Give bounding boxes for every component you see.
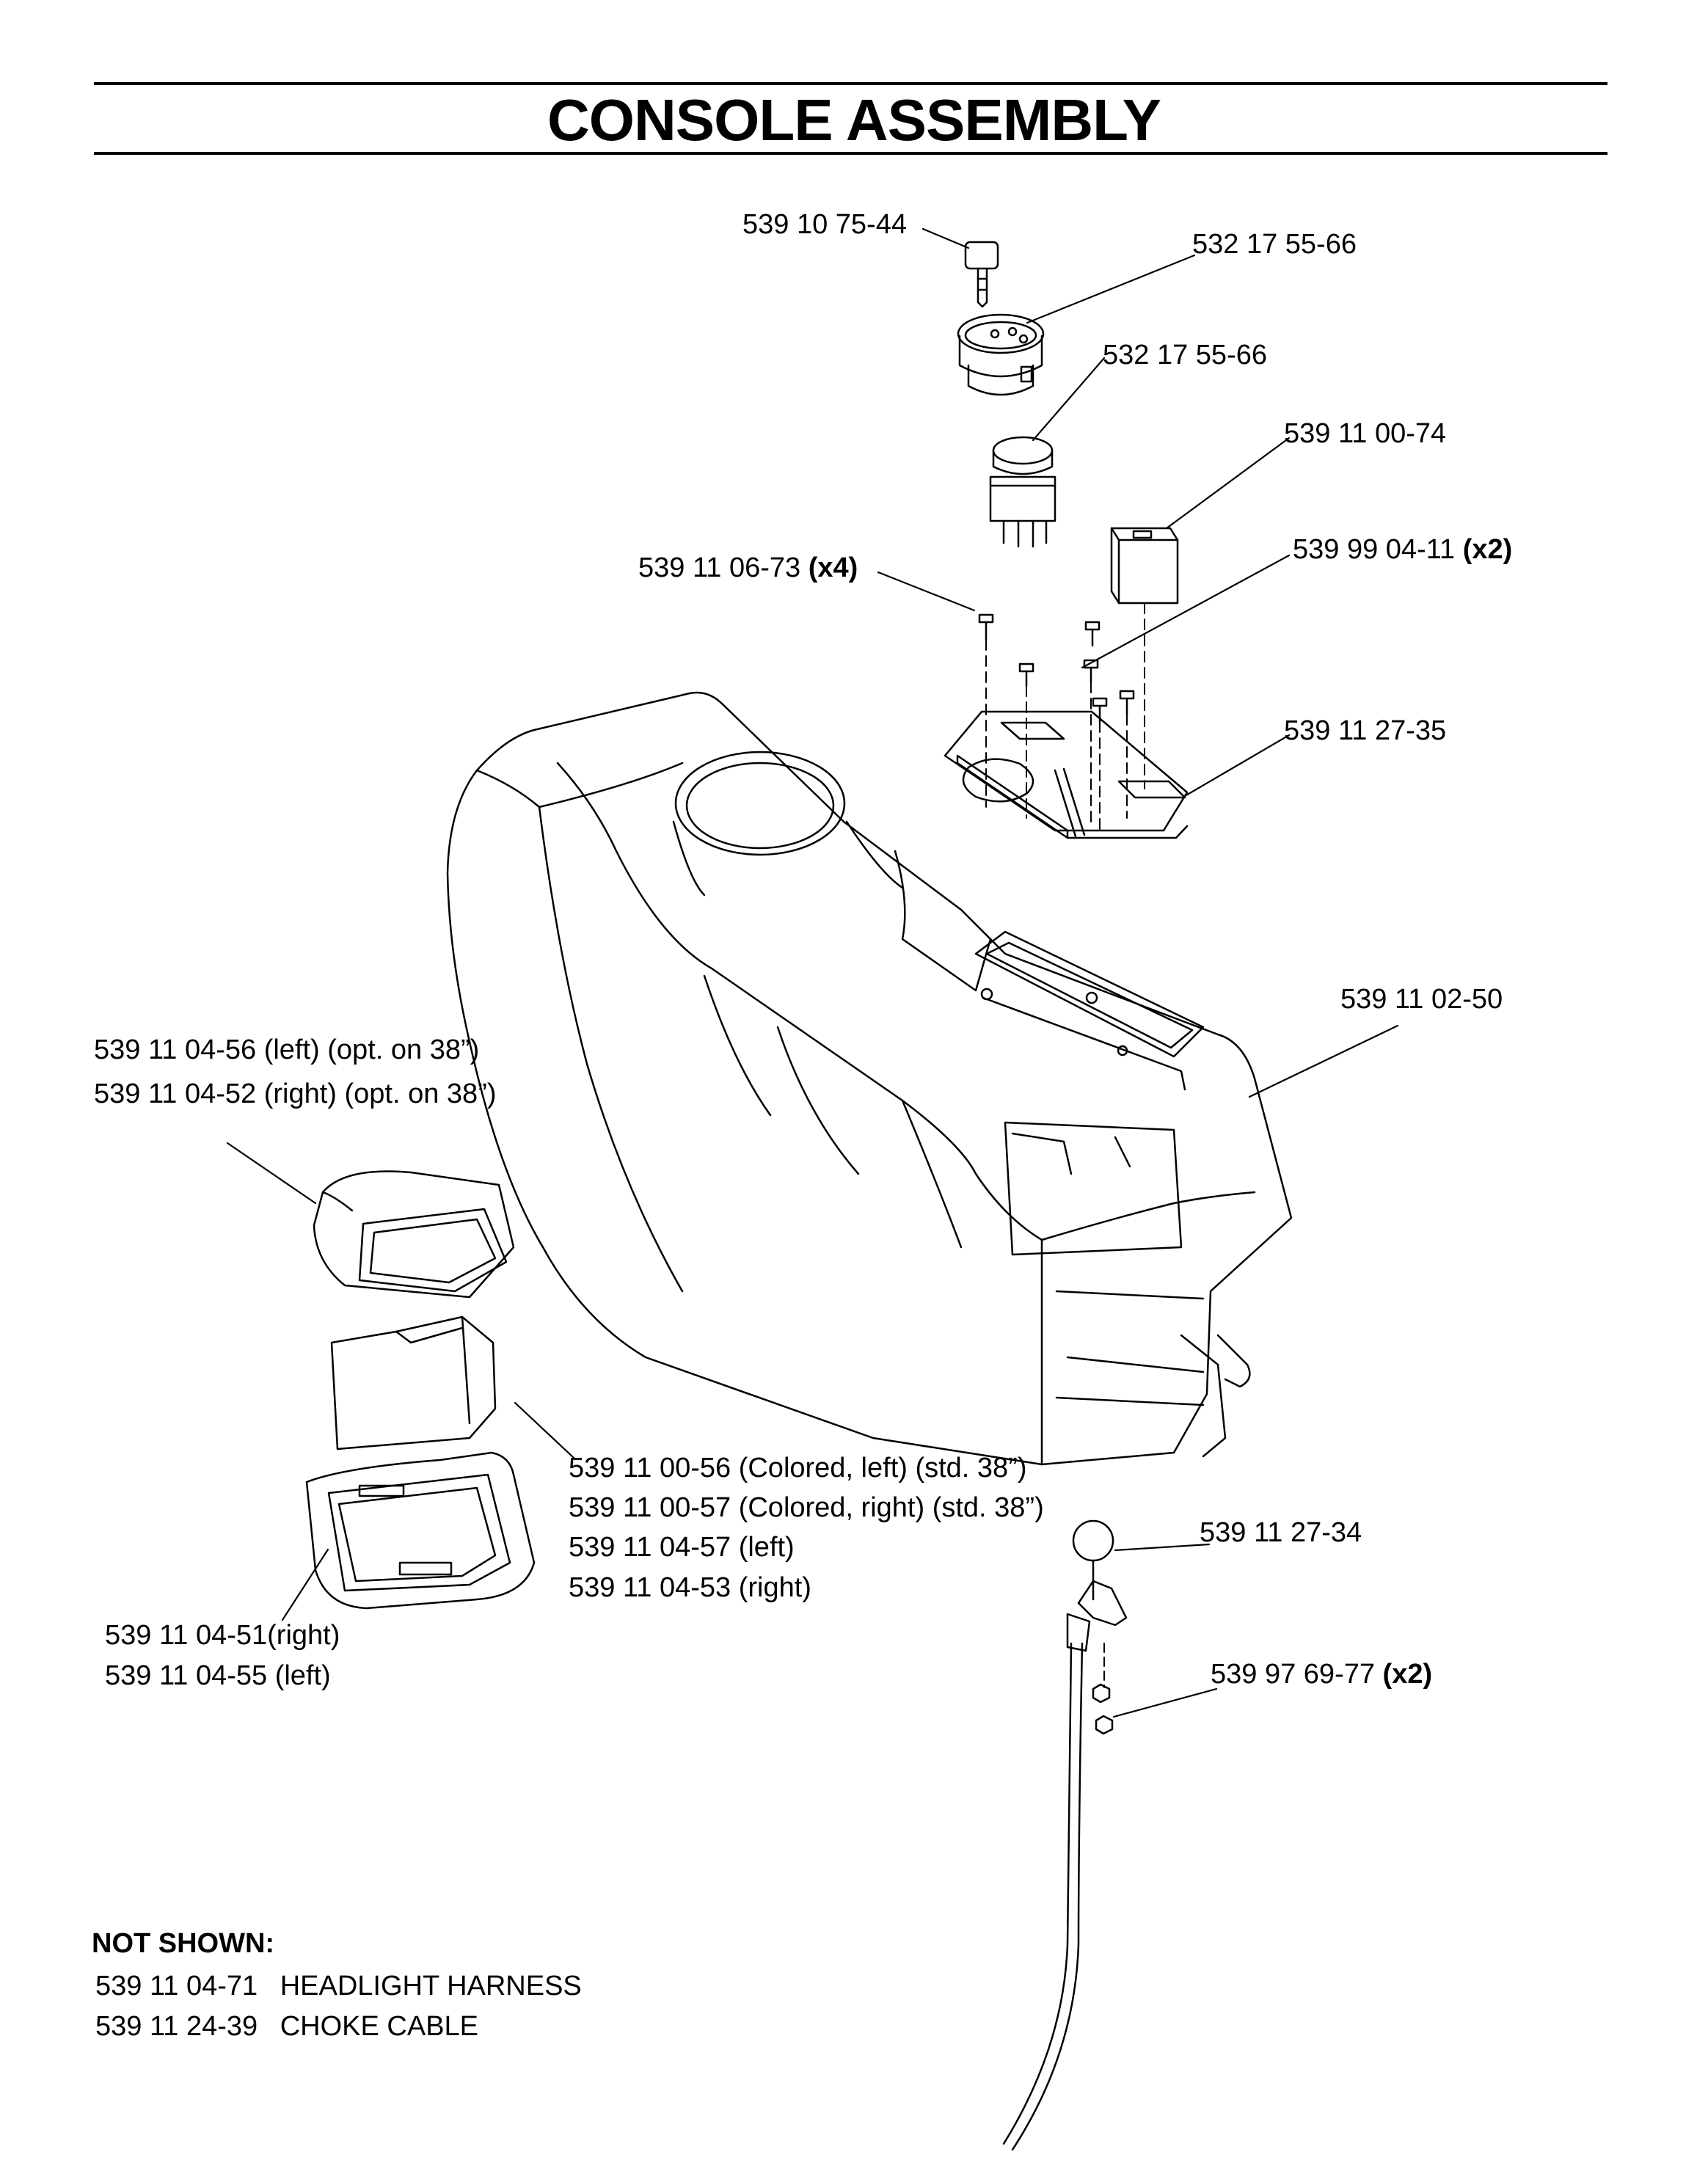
label-nuts: 539 97 69-77 (x2) <box>1211 1660 1432 1688</box>
leader-lines <box>226 227 1399 1718</box>
choke-assembly-part <box>1002 1519 1128 2151</box>
label-bezel-left: 539 11 04-55 (left) <box>105 1660 331 1691</box>
label-ignition-switch: 532 17 55-66 <box>1192 229 1357 260</box>
label-bolts-qty: (x4) <box>808 552 858 583</box>
label-key: 539 10 75-44 <box>742 209 907 240</box>
label-mount-plate: 539 11 27-35 <box>1284 715 1447 746</box>
label-bolts: 539 11 06-73 (x4) <box>638 554 858 582</box>
not-shown-part: 539 11 04-71 <box>95 1971 258 2001</box>
label-lens-4: 539 11 04-53 (right) <box>569 1572 811 1603</box>
label-lens-1: 539 11 00-56 (Colored, left) (std. 38”) <box>569 1453 1027 1483</box>
mounting-screws <box>978 613 1135 830</box>
headlight-housing-part <box>313 1170 515 1299</box>
label-lens-2: 539 11 00-57 (Colored, right) (std. 38”) <box>569 1492 1044 1523</box>
label-pto-switch: 532 17 55-66 <box>1103 340 1267 371</box>
not-shown-item: 539 11 04-71 HEADLIGHT HARNESS <box>95 1972 582 2000</box>
label-nuts-part: 539 97 69-77 <box>1211 1659 1375 1690</box>
top-rule <box>94 82 1607 85</box>
hour-meter-part <box>1110 527 1179 789</box>
ignition-key-part <box>964 241 999 308</box>
headlight-bezel-part <box>305 1451 536 1610</box>
pto-switch-part <box>989 436 1056 548</box>
not-shown-heading: NOT SHOWN: <box>92 1928 275 1959</box>
not-shown-part: 539 11 24-39 <box>95 2011 258 2042</box>
label-hour-meter: 539 11 00-74 <box>1284 418 1447 449</box>
bottom-rule <box>94 152 1607 155</box>
label-screws-part: 539 99 04-11 <box>1293 534 1456 565</box>
label-bezel-right: 539 11 04-51(right) <box>105 1620 340 1651</box>
label-screws-qty: (x2) <box>1462 534 1513 565</box>
mounting-plate-part <box>944 710 1189 839</box>
label-bolts-part: 539 11 06-73 <box>638 552 801 583</box>
label-choke-knob: 539 11 27-34 <box>1200 1517 1362 1548</box>
not-shown-desc: CHOKE CABLE <box>280 2011 479 2042</box>
not-shown-desc: HEADLIGHT HARNESS <box>280 1971 582 2001</box>
page-title: CONSOLE ASSEMBLY <box>547 87 1161 153</box>
label-screws: 539 99 04-11 (x2) <box>1293 536 1512 563</box>
label-console: 539 11 02-50 <box>1340 984 1503 1015</box>
ignition-switch-part <box>957 313 1045 396</box>
label-nuts-qty: (x2) <box>1382 1659 1433 1690</box>
headlight-lens-part <box>330 1315 497 1450</box>
label-headlight-right: 539 11 04-52 (right) (opt. on 38”) <box>94 1078 497 1109</box>
label-lens-3: 539 11 04-57 (left) <box>569 1532 795 1563</box>
label-headlight-left: 539 11 04-56 (left) (opt. on 38”) <box>94 1034 480 1065</box>
not-shown-item: 539 11 24-39 CHOKE CABLE <box>95 2012 478 2040</box>
console-body-part <box>446 691 1293 1466</box>
